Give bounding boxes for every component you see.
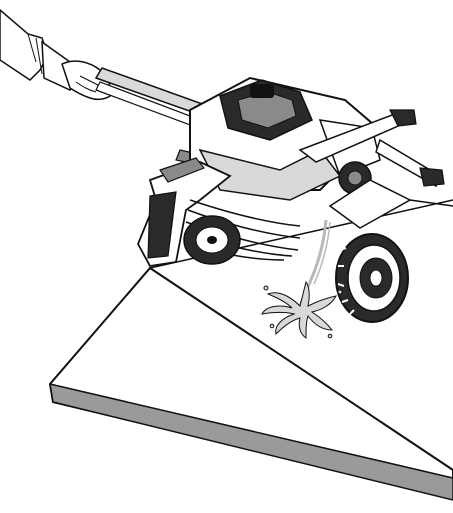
trigger-gun <box>137 157 232 267</box>
washer-body <box>189 76 382 201</box>
floor-slab <box>48 199 453 501</box>
handle-frame <box>298 109 445 229</box>
water-splash <box>261 280 343 339</box>
front-wheel <box>335 233 409 323</box>
power-cord <box>409 199 453 207</box>
rear-wheel <box>183 215 241 265</box>
